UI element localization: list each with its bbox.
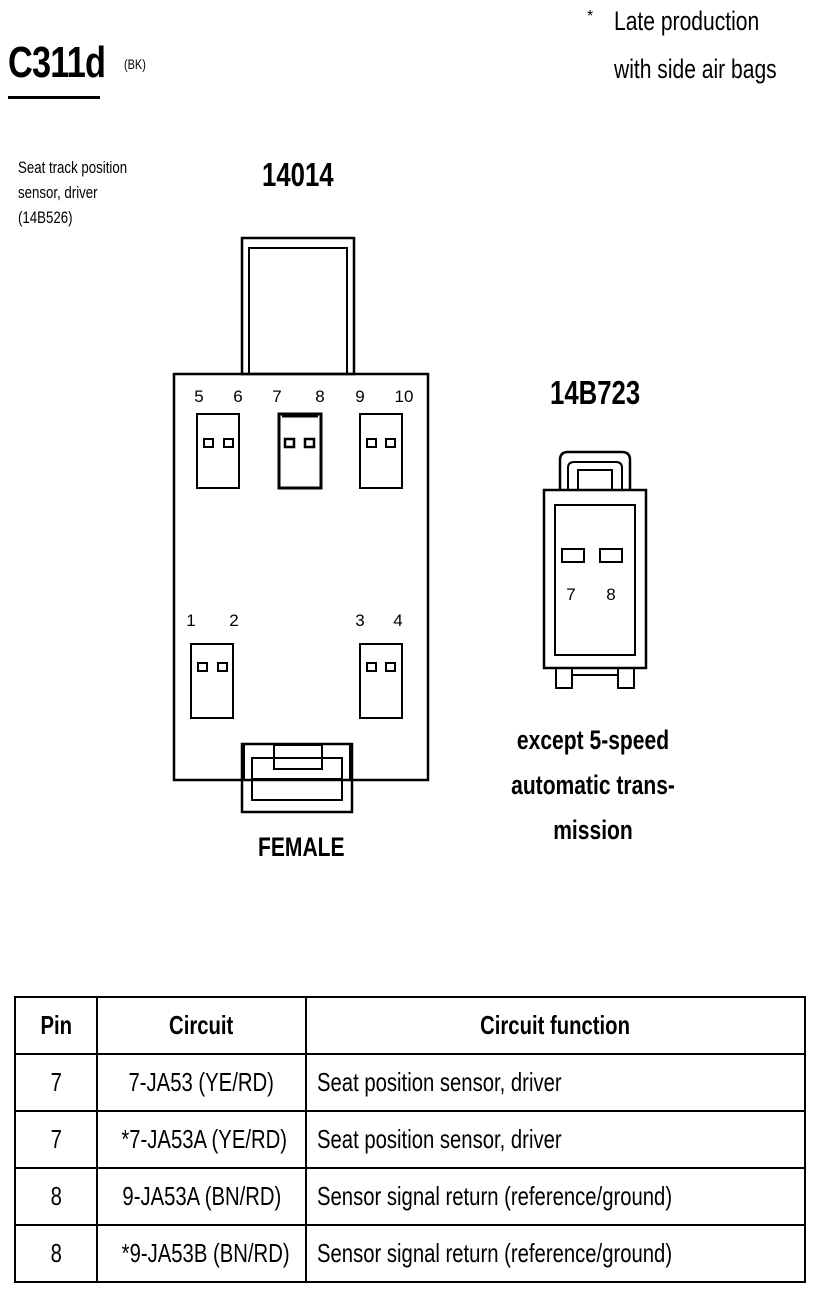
alt-connector-pins [561,548,623,563]
header-circuit: Circuit [96,996,307,1055]
gender-label: FEMALE [258,832,345,862]
component-line-2: sensor, driver [18,183,98,202]
pin-label-4: 4 [393,611,402,630]
pin-label-1: 1 [186,611,195,630]
cavity-7-8 [277,412,323,490]
pin-label-8: 8 [315,387,324,406]
cell-function: Sensor signal return (reference/ground) [305,1224,806,1283]
note-marker: * [587,8,594,25]
cell-function: Sensor signal return (reference/ground) [305,1167,806,1226]
cell-circuit: *9-JA53B (BN/RD) [96,1224,307,1283]
cell-function: Seat position sensor, driver [305,1110,806,1169]
cell-pin: 8 [14,1167,98,1226]
header-pin: Pin [14,996,98,1055]
pin-label-6: 6 [233,387,242,406]
table-row: 8 *9-JA53B (BN/RD) Sensor signal return … [14,1224,806,1283]
cell-circuit: 7-JA53 (YE/RD) [96,1053,307,1112]
cavity-1-2 [190,643,234,719]
table-row: 7 *7-JA53A (YE/RD) Seat position sensor,… [14,1110,806,1169]
component-description: Seat track position sensor, driver (14B5… [18,155,127,230]
alt-note-line-2: automatic trans- [511,770,675,800]
component-line-3: (14B526) [18,208,73,227]
cell-function: Seat position sensor, driver [305,1053,806,1112]
pin-label-3: 3 [355,611,364,630]
pin-label-7: 7 [272,387,281,406]
note-line-1: Late production [614,6,760,36]
pin-label-5: 5 [194,387,203,406]
main-connector-latch [240,236,356,376]
alt-pin-label-8: 8 [606,585,615,604]
cell-pin: 7 [14,1110,98,1169]
cavity-9-10 [359,413,403,489]
main-connector-lock-tab [240,742,354,814]
pin-label-9: 9 [355,387,364,406]
main-connector-part-number: 14014 [262,156,334,193]
table-row: 7 7-JA53 (YE/RD) Seat position sensor, d… [14,1053,806,1112]
connector-id: C311d [8,38,106,87]
table-row: 8 9-JA53A (BN/RD) Sensor signal return (… [14,1167,806,1226]
table-header-row: Pin Circuit Circuit function [14,996,806,1055]
alt-connector-part-number: 14B723 [550,374,641,411]
alt-connector-body [542,450,648,689]
pin-label-2: 2 [229,611,238,630]
alt-note-line-3: mission [553,815,633,845]
alt-connector-note: except 5-speed automatic trans- mission [511,718,675,853]
cavity-3-4 [359,643,403,719]
alt-pin-label-7: 7 [566,585,575,604]
header-circuit-function: Circuit function [305,996,806,1055]
main-connector-body [172,372,430,782]
connector-color-code: (BK) [124,56,146,72]
cell-circuit: 9-JA53A (BN/RD) [96,1167,307,1226]
alt-note-line-1: except 5-speed [516,725,670,755]
title-underline [8,96,100,99]
pin-label-10: 10 [395,387,414,406]
note-line-2: with side air bags [614,54,777,84]
cavity-5-6 [196,413,240,489]
pin-table: Pin Circuit Circuit function 7 7-JA53 (Y… [14,996,806,1283]
cell-pin: 8 [14,1224,98,1283]
cell-pin: 7 [14,1053,98,1112]
cell-circuit: *7-JA53A (YE/RD) [96,1110,307,1169]
component-line-1: Seat track position [18,158,128,177]
